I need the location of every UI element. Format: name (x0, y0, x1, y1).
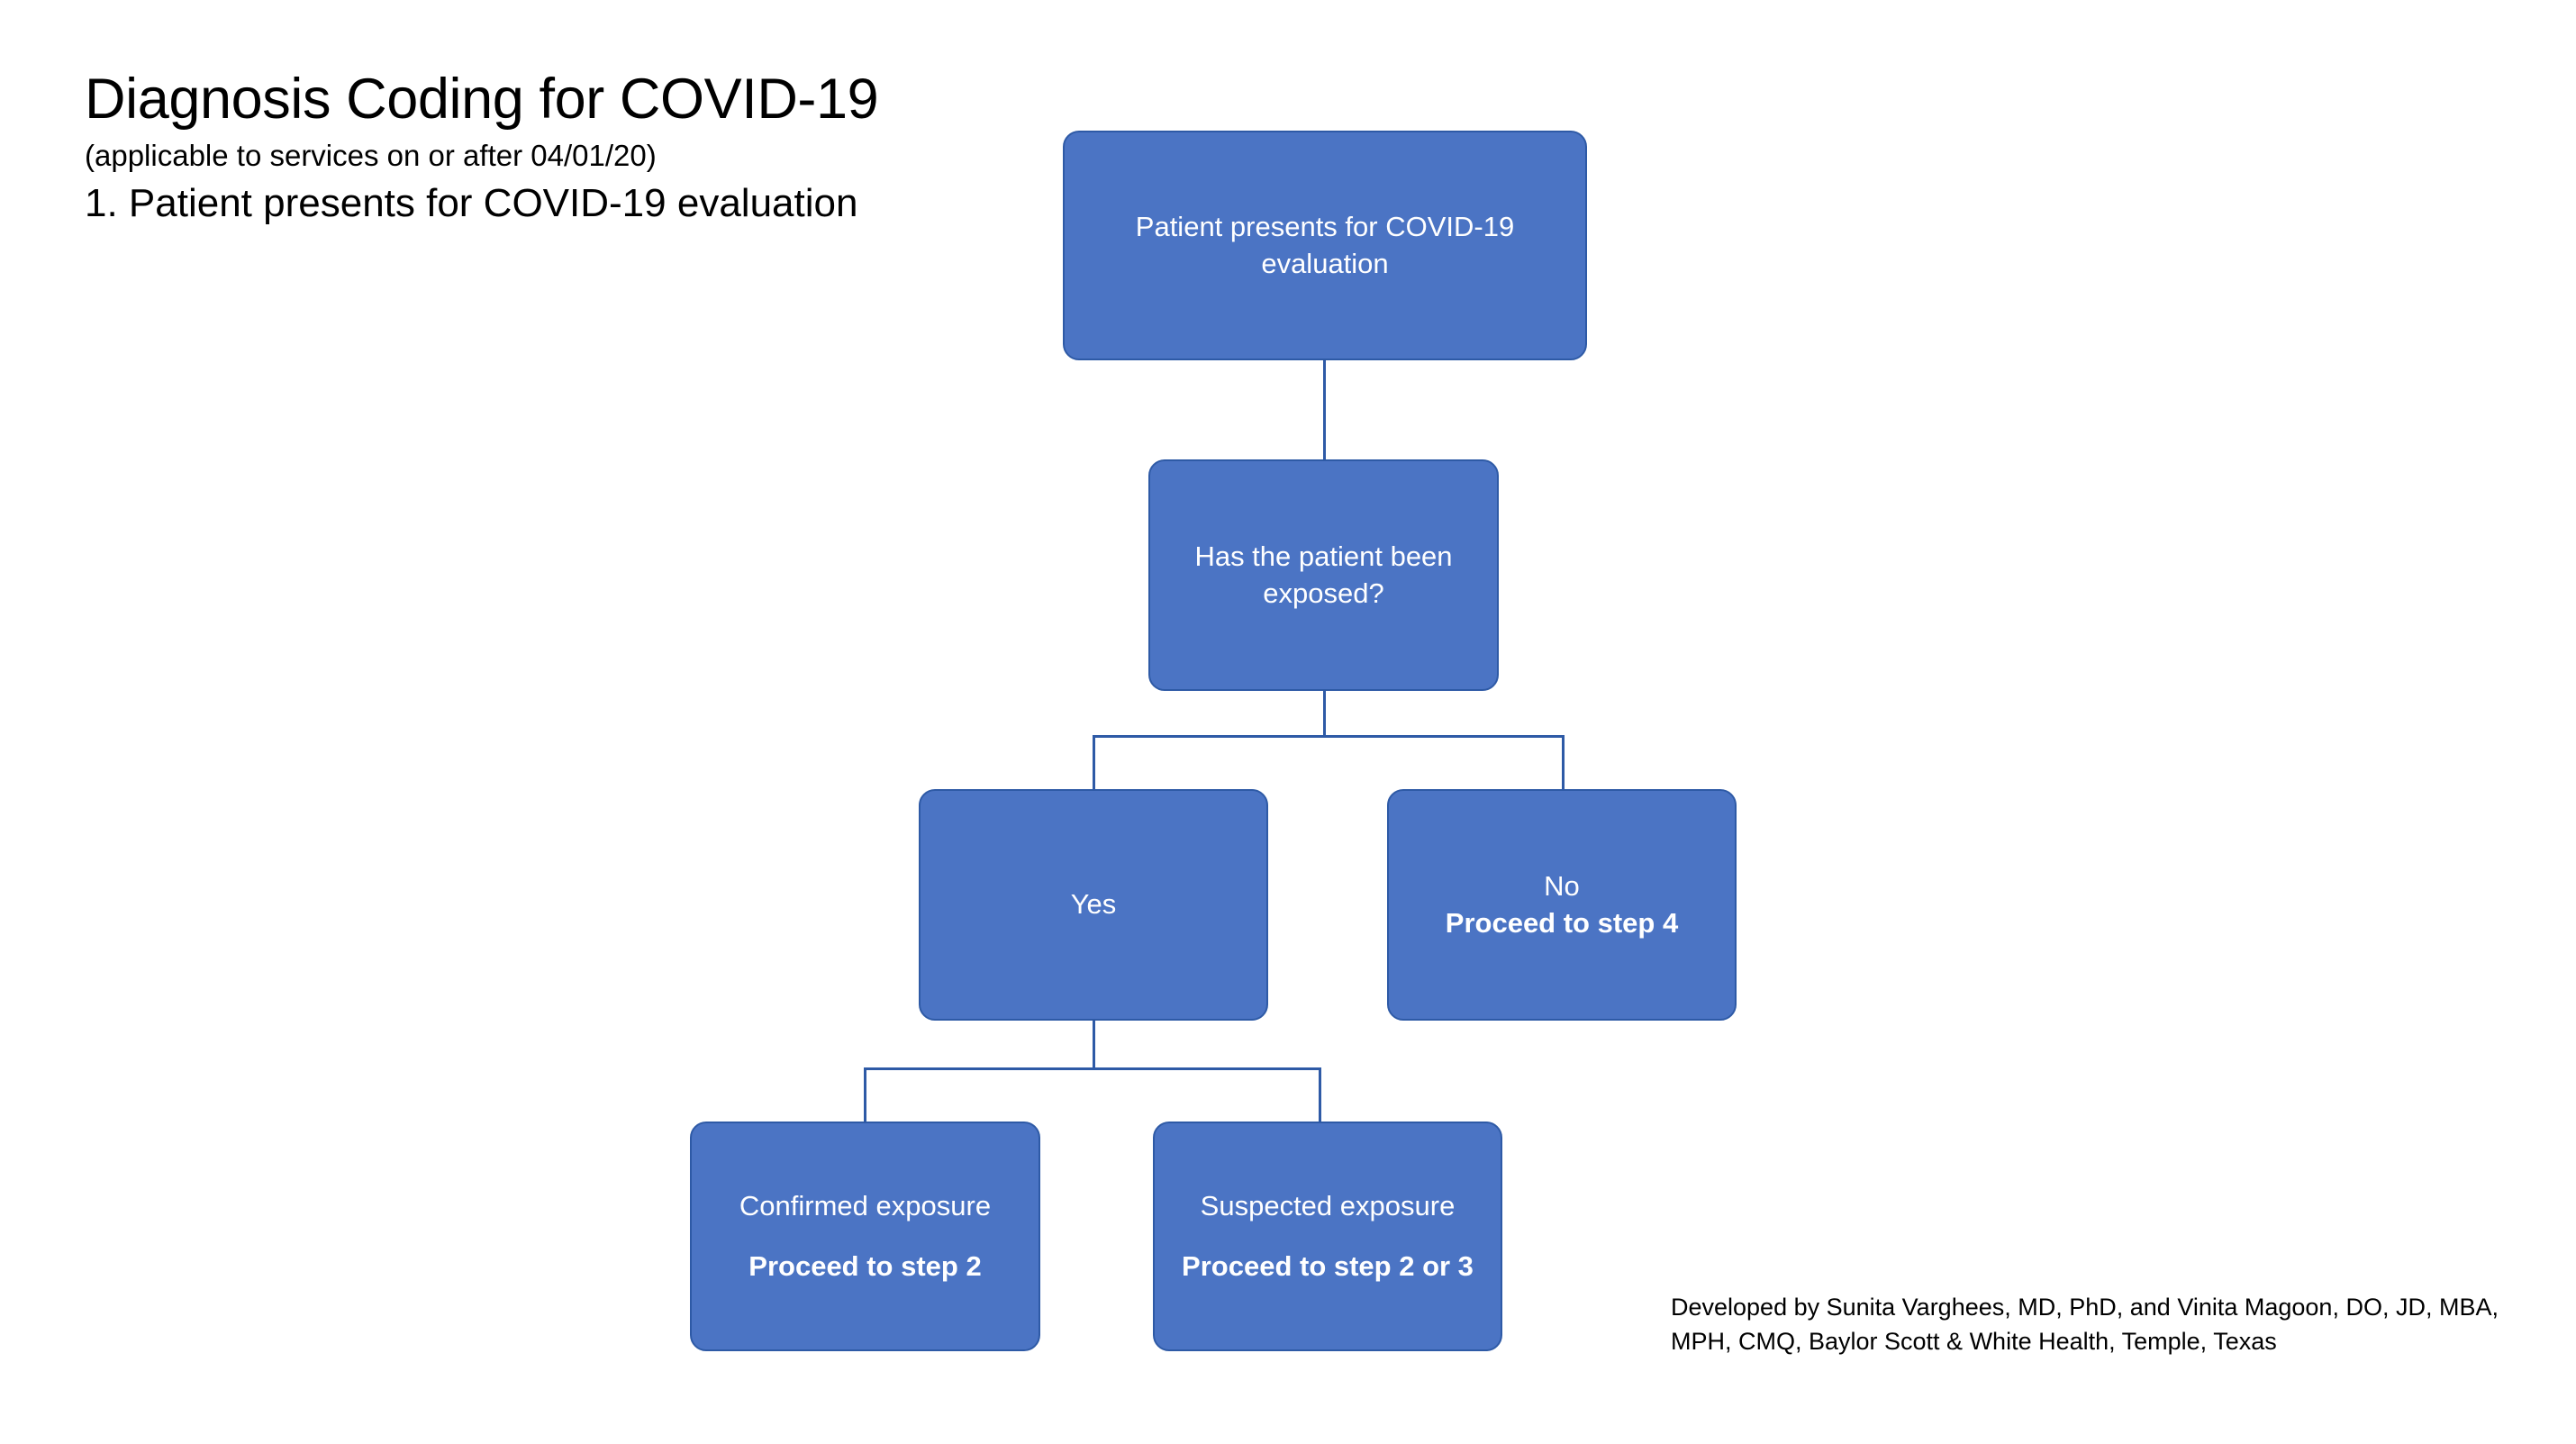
flow-node-yes[interactable]: Yes (919, 789, 1268, 1021)
flow-node-exposed-label: Has the patient been exposed? (1194, 540, 1453, 609)
flow-node-confirmed-action: Proceed to step 2 (748, 1249, 982, 1282)
flow-node-exposed[interactable]: Has the patient been exposed? (1148, 459, 1499, 691)
step-heading: 1. Patient presents for COVID-19 evaluat… (85, 180, 858, 225)
flow-node-confirmed-exposure[interactable]: Confirmed exposure Proceed to step 2 (690, 1122, 1040, 1351)
connector-exposed-branch-bar (1093, 735, 1565, 738)
connector-yes-stem (1093, 1021, 1095, 1069)
flow-node-start-label: Patient presents for COVID-19 evaluation (1135, 210, 1515, 279)
flow-node-suspected-label: Suspected exposure (1200, 1189, 1456, 1221)
flow-node-suspected-action: Proceed to step 2 or 3 (1182, 1249, 1474, 1282)
flow-node-no[interactable]: No Proceed to step 4 (1387, 789, 1737, 1021)
connector-yes-to-confirmed (864, 1067, 866, 1122)
flow-node-no-action: Proceed to step 4 (1445, 906, 1679, 939)
flow-node-start[interactable]: Patient presents for COVID-19 evaluation (1063, 131, 1587, 360)
connector-exposed-to-yes (1093, 735, 1095, 789)
connector-exposed-to-no (1562, 735, 1565, 789)
connector-start-to-exposed (1323, 360, 1326, 459)
flow-node-suspected-exposure[interactable]: Suspected exposure Proceed to step 2 or … (1153, 1122, 1502, 1351)
flow-node-yes-label: Yes (1070, 888, 1117, 921)
connector-exposed-stem (1323, 691, 1326, 737)
page-subtitle: (applicable to services on or after 04/0… (85, 138, 657, 172)
attribution-text: Developed by Sunita Varghees, MD, PhD, a… (1671, 1294, 2499, 1356)
connector-yes-to-suspected (1319, 1067, 1321, 1122)
flow-node-confirmed-label: Confirmed exposure (739, 1189, 992, 1221)
page-title: Diagnosis Coding for COVID-19 (85, 68, 879, 131)
flow-node-no-label: No (1544, 869, 1580, 902)
connector-yes-branch-bar (864, 1067, 1321, 1070)
heading-block: Diagnosis Coding for COVID-19 (applicabl… (85, 68, 1075, 227)
